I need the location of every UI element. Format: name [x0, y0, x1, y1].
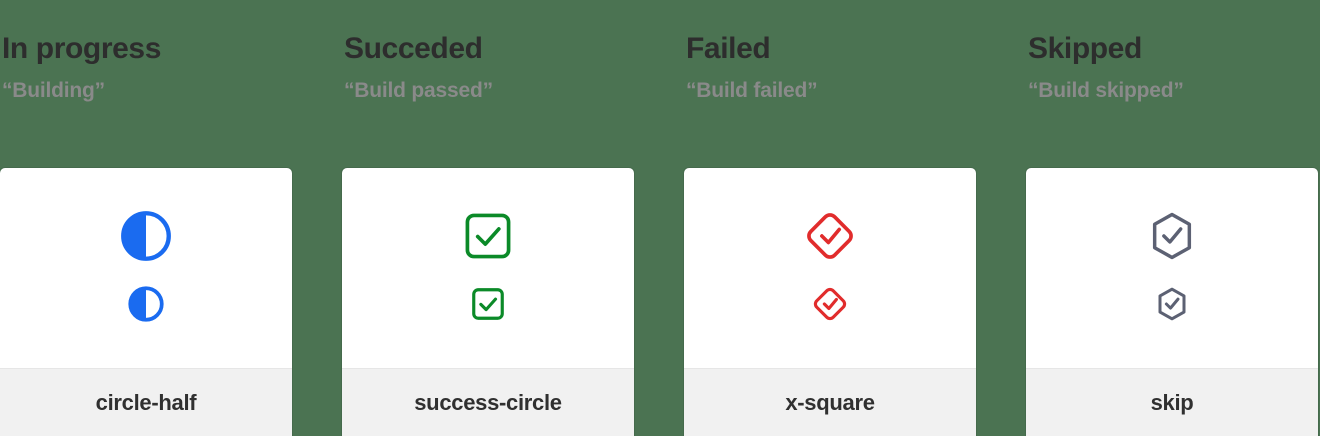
icon-card-success-circle[interactable]: success-circle [342, 168, 634, 436]
page-title: Succeded [344, 32, 483, 65]
column-subtitle: “Build failed” [686, 78, 818, 102]
icon-card-skip[interactable]: skip [1026, 168, 1318, 436]
success-circle-icon-small [470, 286, 506, 322]
x-square-icon [804, 210, 856, 262]
icon-card-footer: circle-half [0, 368, 292, 436]
skip-icon-small [1154, 286, 1190, 322]
icon-card-body [342, 168, 634, 368]
column-subtitle: “Building” [2, 78, 105, 102]
status-column-succeeded: Succeded “Build passed” [342, 0, 684, 436]
x-square-icon-small [812, 286, 848, 322]
column-heading-in-progress: In progress “Building” [0, 0, 342, 103]
icon-card-circle-half[interactable]: circle-half [0, 168, 292, 436]
icon-name-label: circle-half [95, 389, 197, 415]
column-subtitle: “Build skipped” [1028, 78, 1184, 102]
page-title: Skipped [1028, 32, 1142, 65]
success-circle-icon [462, 210, 514, 262]
status-column-failed: Failed “Build failed” [684, 0, 1026, 436]
icon-card-footer: x-square [684, 368, 976, 436]
column-heading-skipped: Skipped “Build skipped” [1026, 0, 1320, 103]
column-heading-failed: Failed “Build failed” [684, 0, 1026, 103]
circle-half-icon-small [128, 286, 164, 322]
icon-name-label: skip [1150, 389, 1194, 415]
icon-card-x-square[interactable]: x-square [684, 168, 976, 436]
icon-card-footer: skip [1026, 368, 1318, 436]
page-title: Failed [686, 32, 771, 65]
status-column-skipped: Skipped “Build skipped” [1026, 0, 1320, 436]
icon-card-body [1026, 168, 1318, 368]
icon-card-body [0, 168, 292, 368]
icon-card-body [684, 168, 976, 368]
icon-name-label: success-circle [414, 389, 562, 415]
icon-card-footer: success-circle [342, 368, 634, 436]
page-title: In progress [2, 32, 161, 65]
status-column-in-progress: In progress “Building” [0, 0, 342, 436]
column-heading-succeeded: Succeded “Build passed” [342, 0, 684, 103]
circle-half-icon [120, 210, 172, 262]
icon-name-label: x-square [785, 389, 875, 415]
skip-icon [1146, 210, 1198, 262]
column-subtitle: “Build passed” [344, 78, 493, 102]
